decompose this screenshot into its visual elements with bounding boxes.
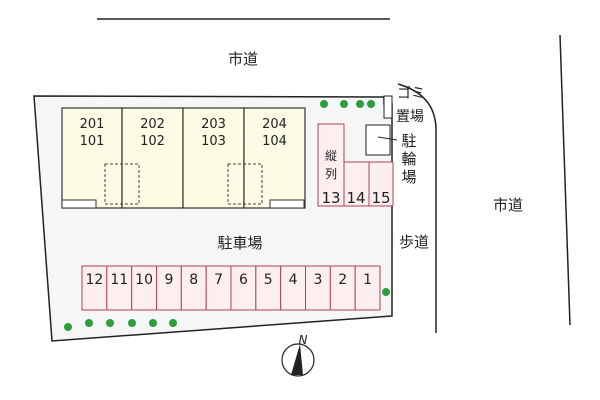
entrance-step <box>269 199 305 209</box>
unit-number-upper: 202 <box>140 117 165 132</box>
slot-number-10: 10 <box>135 272 153 288</box>
slot-number-13: 13 <box>321 189 340 207</box>
bike-leader-line <box>377 136 398 141</box>
slot-number-3: 3 <box>313 272 322 288</box>
parking-slot-3 <box>305 265 331 311</box>
unit-number-lower: 103 <box>201 134 226 149</box>
top-road-label: 市道 <box>228 50 258 68</box>
tree-icon <box>64 323 72 331</box>
unit-block <box>61 107 123 209</box>
parking-slot-15 <box>368 161 394 207</box>
slot-number-15: 15 <box>371 189 390 207</box>
tree-icon <box>382 288 390 296</box>
unit-number-upper: 201 <box>80 117 105 132</box>
slot-number-14: 14 <box>346 189 365 207</box>
tree-icon <box>367 100 375 108</box>
parking-slot-13 <box>317 123 345 207</box>
slot-number-2: 2 <box>338 272 347 288</box>
unit-number-lower: 102 <box>140 134 165 149</box>
right-road-label: 市道 <box>493 196 523 214</box>
trees <box>64 100 390 331</box>
slot-number-4: 4 <box>289 272 298 288</box>
slot-number-1: 1 <box>363 272 372 288</box>
stair-outline <box>104 163 140 205</box>
tree-icon <box>320 100 328 108</box>
garbage-label-1: ゴミ <box>397 85 425 102</box>
parking-slot-9 <box>156 265 182 311</box>
garbage-label-2: 置場 <box>396 109 424 125</box>
unit-number-lower: 101 <box>80 134 105 149</box>
parking-slot-12 <box>81 265 108 311</box>
slot-number-12: 12 <box>86 272 104 288</box>
sidewalk-label: 歩道 <box>399 233 429 251</box>
slot-number-11: 11 <box>110 272 128 288</box>
bike-shed <box>365 124 391 156</box>
parking-slot-1 <box>354 265 381 311</box>
slot-number-6: 6 <box>239 272 248 288</box>
stair-outline <box>227 163 263 205</box>
compass-label: N <box>299 333 308 347</box>
parking-slot-4 <box>280 265 306 311</box>
bike-label-2: 輪 <box>401 150 416 168</box>
parking-label: 駐車場 <box>217 234 262 252</box>
tree-icon <box>169 319 177 327</box>
entrance-step <box>61 199 97 209</box>
parking-slot-6 <box>230 265 257 311</box>
parking-slot-2 <box>329 265 356 311</box>
slot-number-8: 8 <box>189 272 198 288</box>
north-compass-icon: N <box>281 333 315 377</box>
bike-label-3: 場 <box>401 168 416 186</box>
tree-icon <box>356 100 364 108</box>
slot-number-7: 7 <box>214 272 223 288</box>
tandem-label-2: 列 <box>325 167 337 181</box>
tree-icon <box>149 319 157 327</box>
tree-icon <box>128 319 136 327</box>
parking-slot-8 <box>180 265 207 311</box>
parking-slot-5 <box>255 265 282 311</box>
slot-number-5: 5 <box>264 272 273 288</box>
bike-label-1: 駐 <box>401 132 416 150</box>
sidewalk-line <box>397 83 437 333</box>
garbage-area <box>383 95 393 119</box>
unit-number-lower: 104 <box>262 134 287 149</box>
unit-block <box>182 107 245 209</box>
unit-number-upper: 203 <box>201 117 226 132</box>
tandem-label-1: 縦 <box>325 149 337 163</box>
tree-icon <box>85 319 93 327</box>
slot-number-9: 9 <box>164 272 173 288</box>
tree-icon <box>340 100 348 108</box>
right-road-line <box>559 34 571 326</box>
parking-slot-10 <box>131 265 158 311</box>
parking-slot-14 <box>343 161 370 207</box>
tree-icon <box>106 319 114 327</box>
unit-number-upper: 204 <box>262 117 287 132</box>
